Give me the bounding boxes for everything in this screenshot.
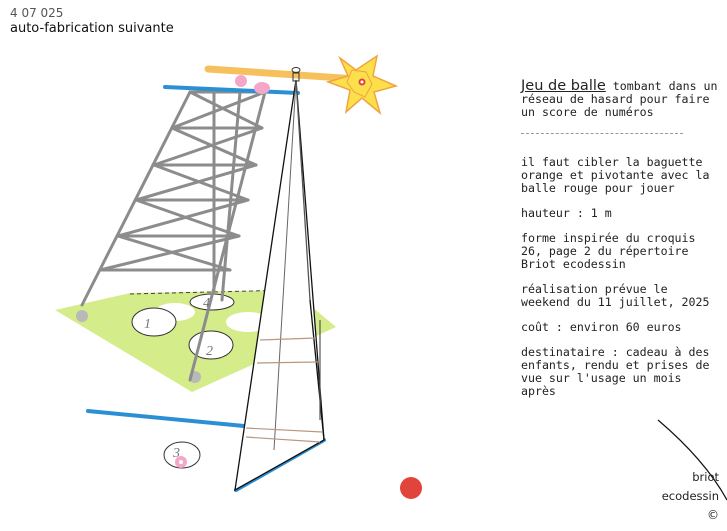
board-hole	[131, 307, 177, 337]
star-burst-icon	[325, 54, 399, 116]
hole-number-4: 4	[203, 296, 210, 311]
drawing-title: auto-fabrication suivante	[10, 21, 174, 36]
lead-rest: tombant dans un réseau de hasard pour fa…	[521, 79, 718, 119]
red-ball	[400, 477, 422, 499]
lead-word: Jeu de balle	[521, 78, 606, 94]
corner-curve	[657, 419, 727, 501]
schedule-note: réalisation prévue le weekend du 11 juil…	[521, 282, 710, 309]
pink-ball	[235, 75, 247, 87]
hole-number-3: 3	[172, 446, 180, 461]
recipient-note: destinataire : cadeau à des enfants, ren…	[521, 345, 710, 398]
description-notes: Jeu de balle tombant dans un réseau de h…	[521, 78, 721, 410]
signature: briot ecodessin ©	[662, 468, 719, 525]
aim-note: il faut cibler la baguette orange et piv…	[521, 155, 710, 195]
separator-line	[521, 133, 683, 134]
pivot-eye-icon	[291, 67, 301, 82]
floor-hole	[163, 441, 201, 469]
lattice-tower	[80, 90, 267, 382]
cost-note: coût : environ 60 euros	[521, 320, 682, 334]
hole-number-1: 1	[144, 317, 151, 332]
copyright-mark: ©	[707, 508, 719, 522]
signature-line-1: briot	[692, 470, 719, 484]
inspiration-note: forme inspirée du croquis 26, page 2 du …	[521, 231, 696, 271]
signature-line-2: ecodessin	[661, 489, 719, 503]
triangle-post	[234, 79, 325, 492]
pink-ball-center	[179, 460, 183, 464]
drawing-code: 4 07 025	[10, 6, 64, 20]
pink-ball	[254, 82, 270, 94]
hole-number-2: 2	[206, 344, 213, 359]
intro-note: Jeu de balle tombant dans un réseau de h…	[521, 78, 721, 119]
height-note: hauteur : 1 m	[521, 206, 612, 220]
tower-foot	[76, 310, 88, 322]
